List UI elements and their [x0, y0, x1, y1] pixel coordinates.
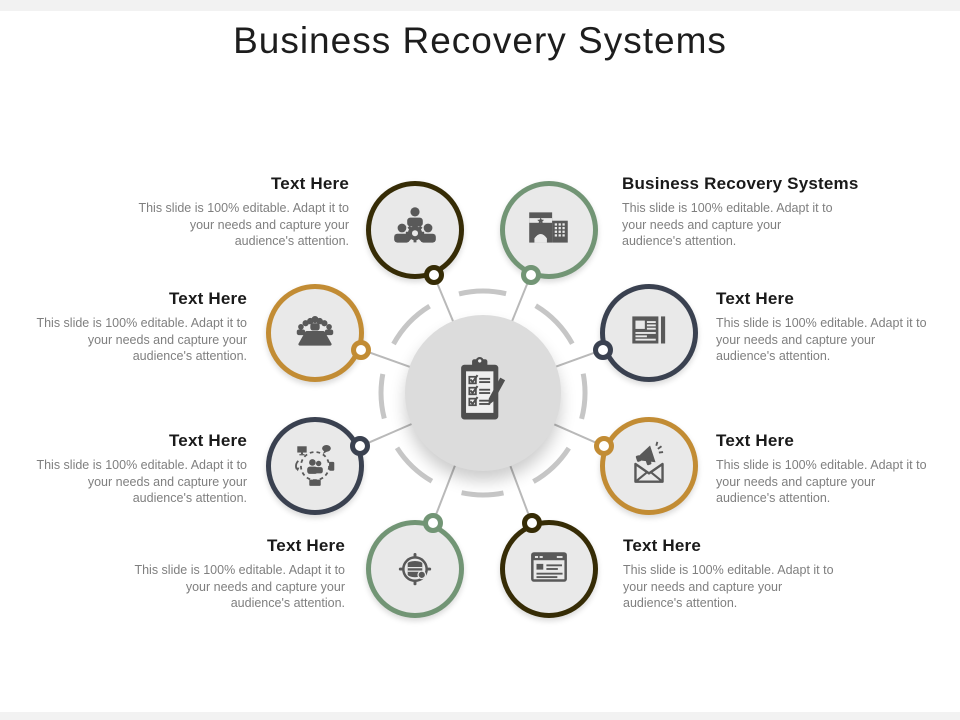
browser-window-icon: [524, 542, 574, 597]
node-body: This slide is 100% editable. Adapt it to…: [36, 458, 247, 505]
node-heading: Text Here: [716, 431, 795, 450]
node-heading: Text Here: [168, 289, 247, 308]
text-block-top-right: Business Recovery Systems This slide is …: [622, 174, 897, 250]
node-heading: Text Here: [266, 536, 345, 555]
hub-circle: [405, 315, 561, 471]
connector-dot-meeting: [351, 340, 371, 360]
node-body: This slide is 100% editable. Adapt it to…: [623, 563, 834, 610]
connector-dot-recovery: [521, 265, 541, 285]
bottom-edge-strip: [0, 712, 960, 720]
text-block-left-lower: Text Here This slide is 100% editable. A…: [32, 431, 247, 507]
node-circle-announce: [600, 417, 698, 515]
node-circle-team: [366, 181, 464, 279]
broken-ring: [378, 288, 588, 498]
node-circle-data: [366, 520, 464, 618]
connector-dot-data: [423, 513, 443, 533]
node-body: This slide is 100% editable. Adapt it to…: [134, 563, 345, 610]
text-block-bottom-right: Text Here This slide is 100% editable. A…: [623, 536, 838, 612]
node-circle-news: [600, 284, 698, 382]
meeting-table-icon: [290, 306, 340, 361]
newspaper-icon: [624, 306, 674, 361]
node-circle-web: [500, 520, 598, 618]
node-body: This slide is 100% editable. Adapt it to…: [36, 316, 247, 363]
envelope-megaphone-icon: [624, 439, 674, 494]
node-heading: Business Recovery Systems: [622, 174, 859, 193]
node-heading: Text Here: [623, 536, 702, 555]
text-block-bottom-left: Text Here This slide is 100% editable. A…: [130, 536, 345, 612]
node-body: This slide is 100% editable. Adapt it to…: [138, 201, 349, 248]
node-heading: Text Here: [168, 431, 247, 450]
people-network-icon: [290, 439, 340, 494]
connector-dot-news: [593, 340, 613, 360]
team-gear-icon: [390, 203, 440, 258]
connector-dot-web: [522, 513, 542, 533]
node-circle-network: [266, 417, 364, 515]
text-block-right-upper: Text Here This slide is 100% editable. A…: [716, 289, 931, 365]
slide-title: Business Recovery Systems: [233, 20, 727, 61]
connector-dot-announce: [594, 436, 614, 456]
database-target-icon: [390, 542, 440, 597]
node-body: This slide is 100% editable. Adapt it to…: [622, 201, 833, 248]
factory-building-icon: [524, 203, 574, 258]
clipboard-checklist-icon: [452, 356, 514, 431]
node-heading: Text Here: [270, 174, 349, 193]
text-block-top-left: Text Here This slide is 100% editable. A…: [134, 174, 349, 250]
top-edge-strip: [0, 0, 960, 11]
connector-dot-network: [350, 436, 370, 456]
node-circle-meeting: [266, 284, 364, 382]
node-body: This slide is 100% editable. Adapt it to…: [716, 458, 927, 505]
node-body: This slide is 100% editable. Adapt it to…: [716, 316, 927, 363]
text-block-left-upper: Text Here This slide is 100% editable. A…: [32, 289, 247, 365]
text-block-right-lower: Text Here This slide is 100% editable. A…: [716, 431, 931, 507]
node-circle-recovery: [500, 181, 598, 279]
connector-dot-team: [424, 265, 444, 285]
node-heading: Text Here: [716, 289, 795, 308]
